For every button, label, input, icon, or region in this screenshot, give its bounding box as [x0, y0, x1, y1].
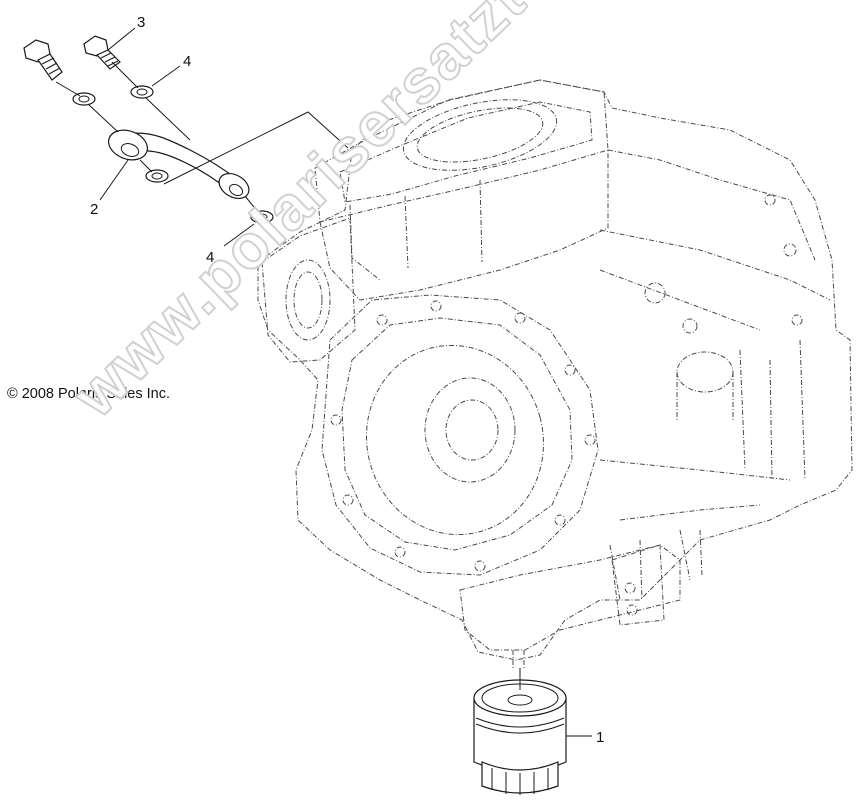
- assembly-guide-lines: [55, 61, 521, 690]
- callout-leaders: [99, 27, 592, 737]
- banjo-bolt-parts: [23, 35, 121, 81]
- engine-assembly-outline: [257, 79, 853, 668]
- oil-line-part: [108, 129, 250, 200]
- copyright-notice: © 2008 Polaris Sales Inc.: [7, 386, 171, 402]
- callout-number-3: 3: [137, 14, 145, 31]
- callout-number-4-bottom: 4: [206, 249, 214, 266]
- sealing-washer-parts: [72, 85, 274, 224]
- callout-number-2: 2: [90, 201, 98, 218]
- callout-number-4-top: 4: [183, 53, 191, 70]
- oil-filter-part: [473, 679, 567, 795]
- callout-number-1: 1: [596, 729, 604, 746]
